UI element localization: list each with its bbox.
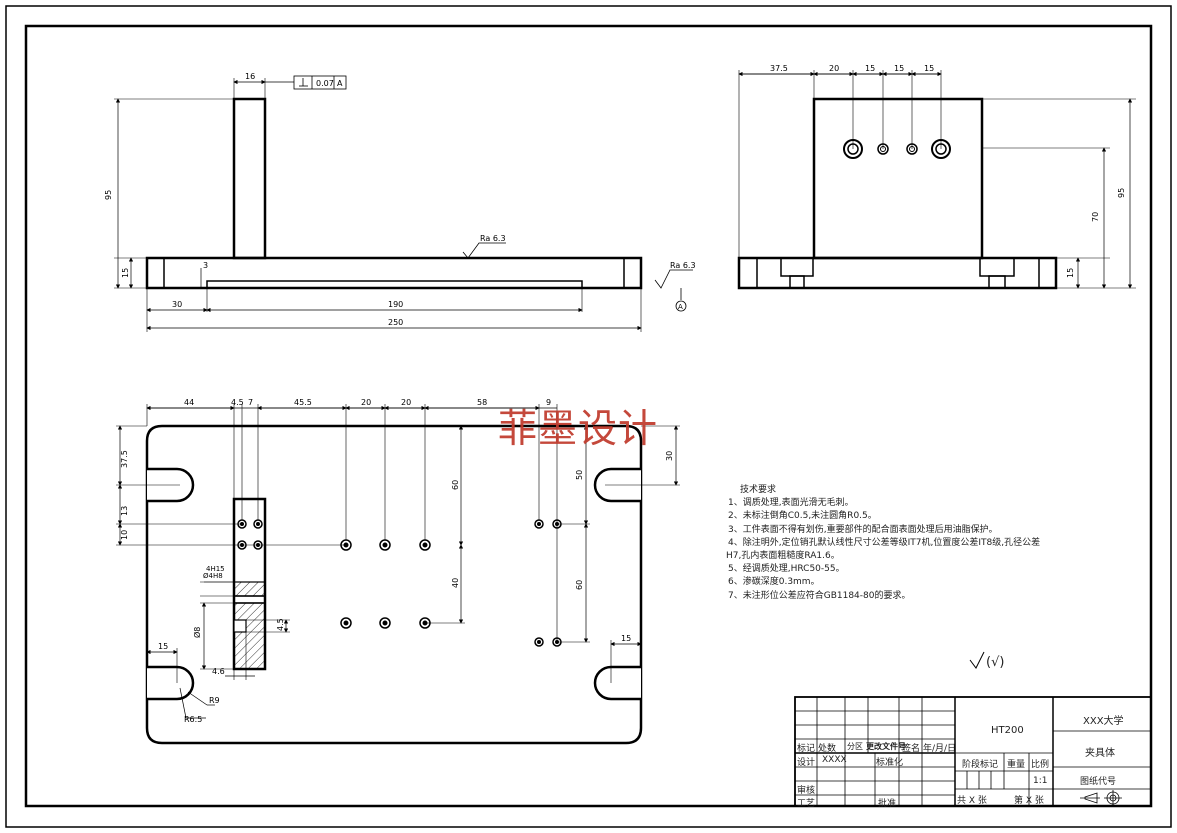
front-view xyxy=(114,75,693,332)
dim-front-base: 15 xyxy=(121,268,130,278)
watermark: 菲墨设计 xyxy=(498,407,659,452)
tb-scale: 1:1 xyxy=(1033,776,1048,786)
note-item: 4、除注明外,定位销孔默认线性尺寸公差等级IT7机,位置度公差IT8级,孔径公差 xyxy=(728,537,1041,548)
tb-process: 工艺 xyxy=(797,799,816,809)
tb-weight-label: 重量 xyxy=(1007,760,1026,770)
side-view-labels: 37.5 20 15 15 15 95 70 15 xyxy=(770,64,1126,278)
datum-label: A xyxy=(678,303,683,311)
dim-top-20b: 20 xyxy=(401,398,411,407)
note-item: 2、未标注倒角C0.5,未注圆角R0.5。 xyxy=(728,511,877,522)
tb-scale-label: 比例 xyxy=(1031,760,1050,770)
tb-designer: XXXX xyxy=(822,755,847,765)
roughness-2: Ra 6.3 xyxy=(670,261,696,270)
dim-front-height: 95 xyxy=(104,190,113,200)
dim-top-4-5b: 4.5 xyxy=(276,618,285,631)
tb-part-name: 夹具体 xyxy=(1085,748,1115,759)
dim-top-37-5: 37.5 xyxy=(120,450,129,468)
outer-border xyxy=(5,5,1172,828)
dim-top-60a: 60 xyxy=(451,480,460,490)
dim-top-15b: 15 xyxy=(621,634,631,643)
dim-side-d1: 20 xyxy=(829,64,839,73)
tb-school: XXX大学 xyxy=(1083,716,1124,727)
dim-top-d4h8: Ø4H8 xyxy=(203,572,223,580)
dim-top-44: 44 xyxy=(184,398,194,407)
note-item: 5、经调质处理,HRC50-55。 xyxy=(728,564,845,575)
note-item: 7、未注形位公差应符合GB1184-80的要求。 xyxy=(728,590,911,601)
general-roughness: (√) xyxy=(986,655,1005,670)
top-view-labels: 44 4.5 7 45.5 20 20 58 9 37.5 13 10 60 4… xyxy=(120,398,674,724)
dim-side-d2: 15 xyxy=(865,64,875,73)
dim-top-20a: 20 xyxy=(361,398,371,407)
dim-top-4h15: 4H15 xyxy=(206,565,225,573)
tb-sheet-no: 第 X 张 xyxy=(1014,796,1044,806)
tb-drawing-no-label: 图纸代号 xyxy=(1080,777,1117,787)
tb-mark: 标记 xyxy=(797,744,816,754)
dim-front-offset: 30 xyxy=(172,300,182,309)
dim-top-13: 13 xyxy=(120,506,129,516)
dim-top-4-6: 4.6 xyxy=(212,667,225,676)
tb-material: HT200 xyxy=(991,725,1024,736)
tb-stage-label: 阶段标记 xyxy=(962,760,999,770)
tb-count: 处数 xyxy=(818,744,837,754)
tb-approve: 批准 xyxy=(878,799,897,809)
dim-front-total: 250 xyxy=(388,318,403,327)
note-item: 1、调质处理,表面光滑无毛刺。 xyxy=(728,498,854,509)
note-item: 3、工件表面不得有划伤,重要部件的配合面表面处理后用油脂保护。 xyxy=(728,524,998,535)
inner-border xyxy=(24,24,1153,808)
tb-standard: 标准化 xyxy=(876,758,904,768)
technical-requirements: 技术要求 1、调质处理,表面光滑无毛刺。 2、未标注倒角C0.5,未注圆角R0.… xyxy=(726,484,1041,603)
dim-side-d3: 15 xyxy=(894,64,904,73)
front-view-labels: 16 95 15 3 30 190 250 0.07 A Ra 6.3 Ra 6… xyxy=(104,72,696,327)
dim-top-40: 40 xyxy=(451,578,460,588)
dim-top-30: 30 xyxy=(665,451,674,461)
tb-sheets-total: 共 X 张 xyxy=(957,796,987,806)
roughness-1: Ra 6.3 xyxy=(480,234,506,243)
dim-top-10: 10 xyxy=(120,530,129,540)
dim-front-slot: 190 xyxy=(388,300,403,309)
tb-date: 年/月/日 xyxy=(923,744,957,754)
dim-top-r9: R9 xyxy=(209,696,220,705)
dim-top-d8: Ø8 xyxy=(192,627,202,638)
tolerance-value: 0.07 xyxy=(316,79,334,88)
dim-top-4-5: 4.5 xyxy=(231,398,244,407)
tolerance-datum: A xyxy=(337,79,343,88)
note-item: 6、渗碳深度0.3mm。 xyxy=(728,577,820,588)
tb-design: 设计 xyxy=(797,758,816,768)
tb-sign: 签名 xyxy=(902,744,921,754)
dim-top-7: 7 xyxy=(248,398,253,407)
dim-side-d4: 15 xyxy=(924,64,934,73)
dim-top-r6-5: R6.5 xyxy=(184,715,202,724)
dim-top-50: 50 xyxy=(575,470,584,480)
dim-front-top: 16 xyxy=(245,72,255,81)
tb-zone: 分区 xyxy=(847,742,863,751)
tb-change-doc: 更改文件号 xyxy=(866,742,906,751)
note-item: H7,孔内表面粗糙度RA1.6。 xyxy=(726,551,840,562)
dim-top-45-5: 45.5 xyxy=(294,398,312,407)
notes-title: 技术要求 xyxy=(740,485,777,495)
dim-front-step: 3 xyxy=(203,261,208,270)
dim-side-height: 95 xyxy=(1117,188,1126,198)
dim-top-9: 9 xyxy=(546,398,551,407)
side-view xyxy=(737,70,1136,290)
dim-top-58: 58 xyxy=(477,398,487,407)
tb-review: 审核 xyxy=(797,786,816,796)
title-block xyxy=(794,696,1152,807)
dim-top-60b: 60 xyxy=(575,580,584,590)
dim-side-base: 15 xyxy=(1066,268,1075,278)
dim-side-body: 70 xyxy=(1091,212,1100,222)
dim-top-15a: 15 xyxy=(158,642,168,651)
top-view xyxy=(116,404,985,745)
dim-side-left: 37.5 xyxy=(770,64,788,73)
